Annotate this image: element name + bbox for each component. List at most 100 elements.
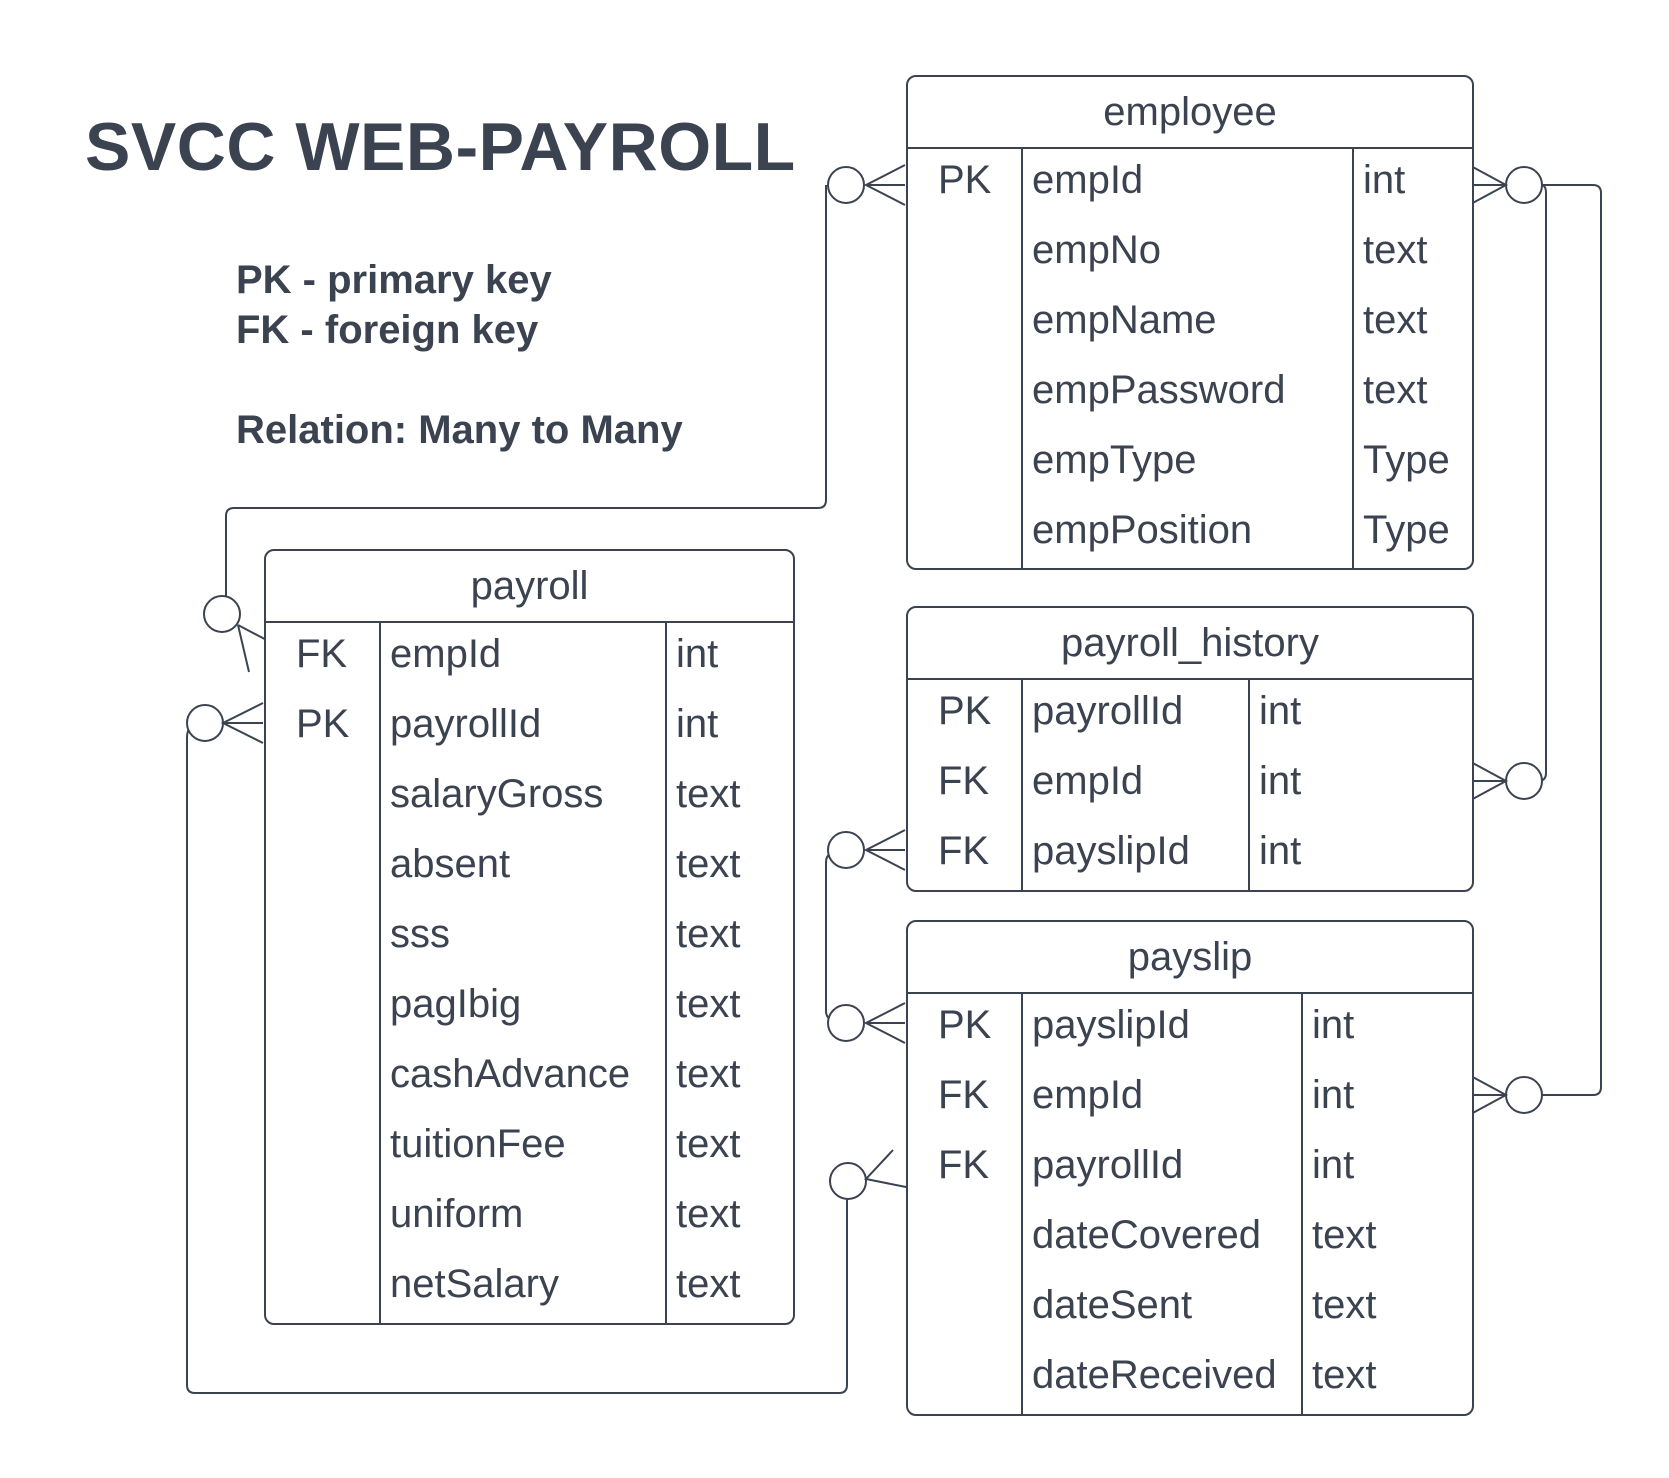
key-cell: FK (296, 632, 348, 676)
column-divider (1248, 680, 1250, 890)
column-divider (1021, 994, 1023, 1414)
entity-header: payroll (266, 551, 793, 623)
field-cell: netSalary (390, 1262, 559, 1306)
type-cell: text (676, 912, 741, 956)
table-row: dateReceived text (908, 1344, 1472, 1414)
field-cell: tuitionFee (390, 1122, 566, 1166)
table-row: PK empId int (908, 149, 1472, 219)
type-cell: int (1259, 689, 1302, 733)
field-cell: absent (390, 842, 511, 886)
rel-employee-payslip-line (1540, 184, 1602, 1096)
field-cell: payrollId (1032, 689, 1184, 733)
crowsfoot-circle-payslip-empid (1505, 1076, 1543, 1114)
type-cell: text (676, 1262, 741, 1306)
type-cell: text (1363, 368, 1428, 412)
type-cell: text (676, 1192, 741, 1236)
table-row: empType Type (908, 429, 1472, 499)
type-cell: Type (1363, 508, 1450, 552)
type-cell: text (676, 1052, 741, 1096)
field-cell: empId (390, 632, 502, 676)
field-cell: dateReceived (1032, 1353, 1277, 1397)
crowsfoot-circle-history-payslipid (827, 831, 865, 869)
key-cell: FK (938, 1073, 990, 1117)
entity-payroll-history: payroll_history PK payrollId int FK empId in… (906, 606, 1474, 892)
table-row: empNo text (908, 219, 1472, 289)
field-cell: empId (1032, 1073, 1144, 1117)
key-cell: FK (938, 759, 990, 803)
entity-header: payroll_history (908, 608, 1472, 680)
field-cell: payrollId (1032, 1143, 1184, 1187)
key-cell: FK (938, 829, 990, 873)
type-cell: text (1363, 228, 1428, 272)
field-cell: dateCovered (1032, 1213, 1262, 1257)
rel-employee-history-line (1537, 184, 1547, 782)
column-divider (1021, 680, 1023, 890)
table-row: FK empId int (908, 750, 1472, 820)
field-cell: empPosition (1032, 508, 1253, 552)
rel-employee-payroll-line (225, 185, 827, 596)
crowsfoot-payslip-payslipid (863, 1002, 906, 1044)
type-cell: int (1312, 1003, 1355, 1047)
type-cell: text (676, 842, 741, 886)
type-cell: int (1259, 759, 1302, 803)
table-row: salaryGross text (266, 763, 793, 833)
table-row: FK payrollId int (908, 1134, 1472, 1204)
crowsfoot-payslip-empid (1468, 1074, 1509, 1116)
key-cell: PK (938, 158, 992, 202)
rel-history-payslip-line (825, 849, 847, 1024)
crowsfoot-payslip-payrollid (864, 1149, 912, 1189)
crowsfoot-circle-payslip-payrollid (829, 1162, 867, 1200)
crowsfoot-circle-payroll-empid (203, 595, 241, 633)
table-row: netSalary text (266, 1253, 793, 1323)
type-cell: int (1259, 829, 1302, 873)
column-divider (1301, 994, 1303, 1414)
type-cell: int (676, 702, 719, 746)
type-cell: text (676, 982, 741, 1026)
legend-fk: FK - foreign key (236, 308, 539, 352)
crowsfoot-employee-right (1468, 164, 1509, 206)
table-row: pagIbig text (266, 973, 793, 1043)
key-cell: PK (296, 702, 350, 746)
key-cell: FK (938, 1143, 990, 1187)
type-cell: int (1363, 158, 1406, 202)
type-cell: int (1312, 1143, 1355, 1187)
field-cell: payrollId (390, 702, 542, 746)
key-cell: PK (938, 689, 992, 733)
type-cell: int (676, 632, 719, 676)
field-cell: empId (1032, 759, 1144, 803)
crowsfoot-circle-payslip-payslipid (827, 1004, 865, 1042)
field-cell: empType (1032, 438, 1197, 482)
type-cell: text (1312, 1353, 1377, 1397)
field-cell: empId (1032, 158, 1144, 202)
legend-pk: PK - primary key (236, 258, 552, 302)
table-row: empPassword text (908, 359, 1472, 429)
field-cell: dateSent (1032, 1283, 1193, 1327)
field-cell: cashAdvance (390, 1052, 631, 1096)
type-cell: Type (1363, 438, 1450, 482)
entity-header: employee (908, 77, 1472, 149)
crowsfoot-history-payslipid (863, 829, 906, 871)
column-divider (379, 623, 381, 1323)
table-row: PK payrollId int (266, 693, 793, 763)
type-cell: text (1312, 1213, 1377, 1257)
field-cell: empNo (1032, 228, 1161, 272)
table-row: dateCovered text (908, 1204, 1472, 1274)
column-divider (665, 623, 667, 1323)
crowsfoot-circle-employee-right (1505, 166, 1543, 204)
field-cell: pagIbig (390, 982, 522, 1026)
field-cell: uniform (390, 1192, 524, 1236)
field-cell: empPassword (1032, 368, 1286, 412)
column-divider (1021, 149, 1023, 568)
table-row: cashAdvance text (266, 1043, 793, 1113)
type-cell: text (676, 772, 741, 816)
field-cell: salaryGross (390, 772, 604, 816)
field-cell: empName (1032, 298, 1217, 342)
